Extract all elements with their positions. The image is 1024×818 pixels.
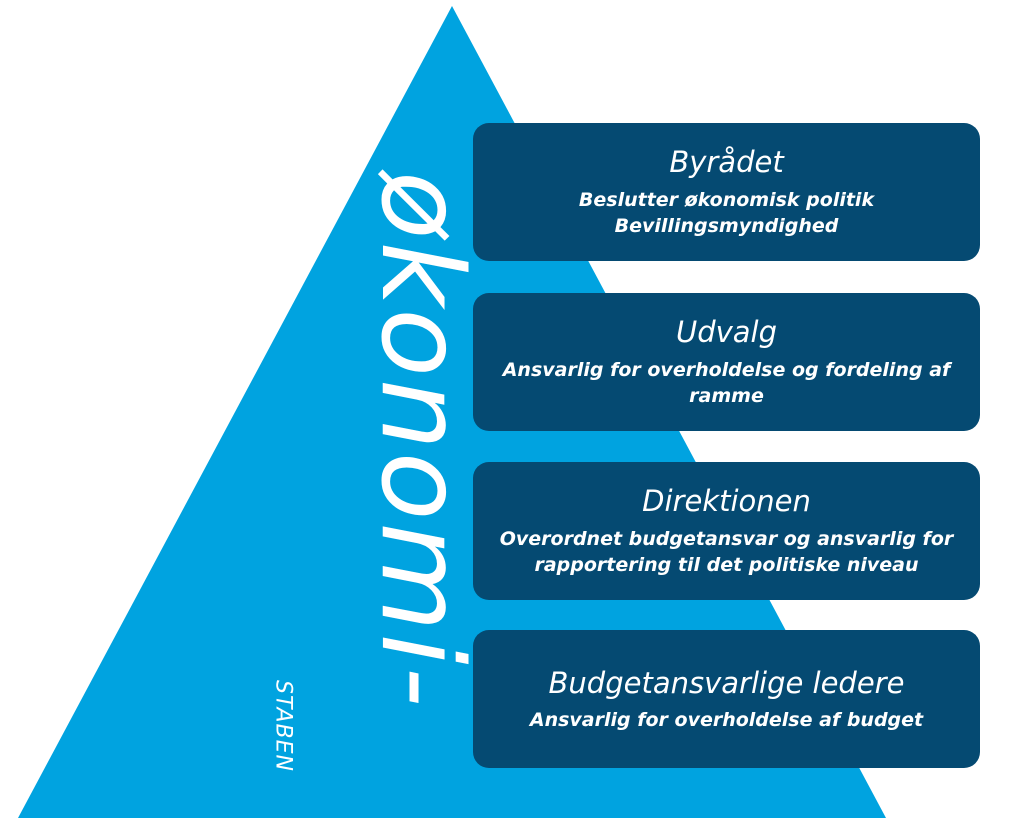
level-desc-line: Ansvarlig for overholdelse og fordeling … xyxy=(502,358,951,408)
level-box-byraadet: Byrådet Beslutter økonomisk politik Bevi… xyxy=(473,123,980,261)
level-desc-line: Ansvarlig for overholdelse af budget xyxy=(529,708,924,731)
level-desc-line: Overordnet budgetansvar og ansvarlig for… xyxy=(499,527,954,577)
level-box-udvalg: Udvalg Ansvarlig for overholdelse og for… xyxy=(473,293,980,431)
level-box-budgetansvarlige-ledere: Budgetansvarlige ledere Ansvarlig for ov… xyxy=(473,630,980,768)
vertical-title: økonomi- xyxy=(356,170,486,710)
level-title: Budgetansvarlige ledere xyxy=(548,665,905,700)
level-title: Udvalg xyxy=(675,315,778,350)
pyramid-shape xyxy=(18,6,886,818)
level-desc-line: Beslutter økonomisk politik xyxy=(578,188,875,211)
level-title: Direktionen xyxy=(642,484,811,519)
level-box-direktionen: Direktionen Overordnet budgetansvar og a… xyxy=(473,462,980,600)
level-desc-line: Bevillingsmyndighed xyxy=(614,215,839,238)
level-title: Byrådet xyxy=(669,145,784,180)
vertical-subtitle: STABEN xyxy=(270,680,296,772)
